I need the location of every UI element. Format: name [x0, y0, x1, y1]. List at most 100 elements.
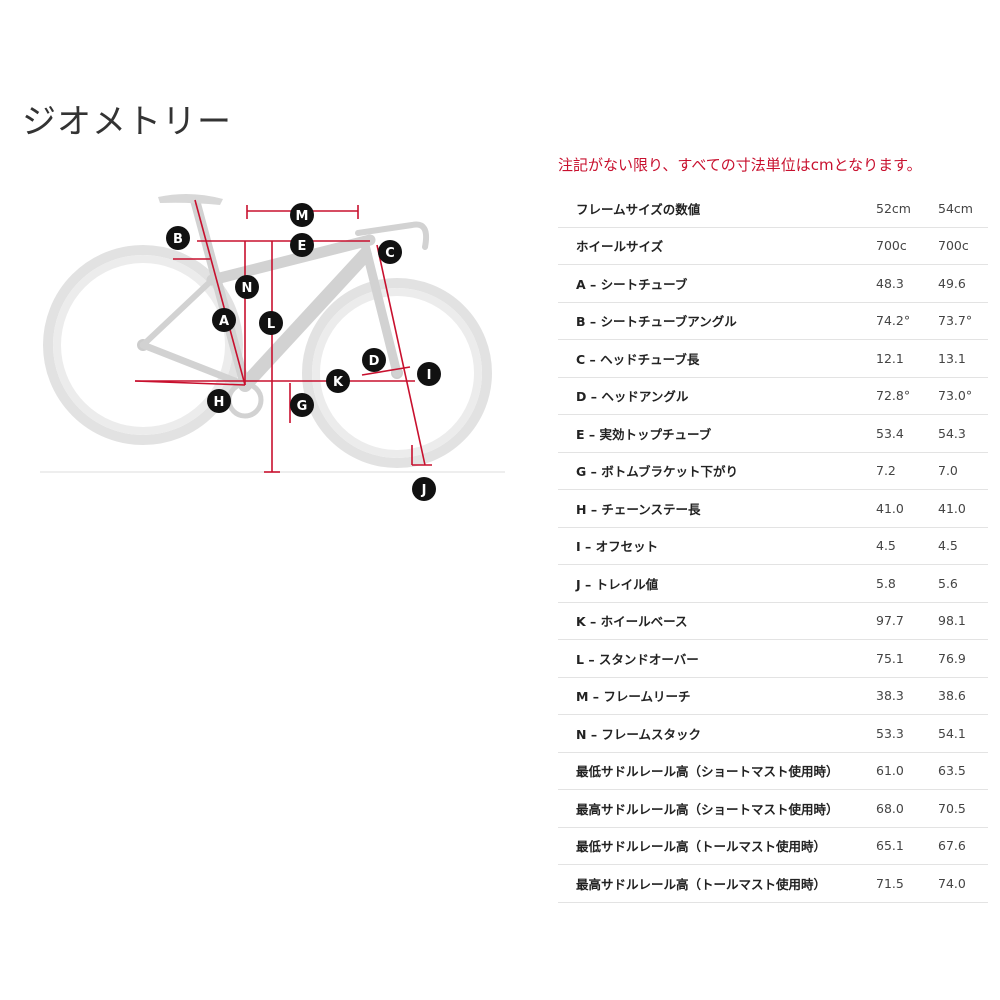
measurement-lines — [134, 199, 432, 473]
size-54-value: 73.7° — [938, 302, 988, 340]
size-54-value: 13.1 — [938, 339, 988, 378]
size-54-value: 4.5 — [938, 527, 988, 565]
row-label: A – シートチューブ — [558, 264, 876, 303]
row-label: B – シートチューブアングル — [558, 302, 876, 340]
marker-g: G — [290, 393, 314, 417]
size-54-value: 63.5 — [938, 752, 988, 790]
svg-text:C: C — [385, 246, 395, 261]
row-label: E – 実効トップチューブ — [558, 414, 876, 453]
svg-text:D: D — [369, 354, 380, 369]
size-54-value: 5.6 — [938, 564, 988, 603]
marker-l: L — [259, 311, 283, 335]
row-label: N – フレームスタック — [558, 714, 876, 753]
row-label: K – ホイールベース — [558, 602, 876, 640]
size-54-value: 41.0 — [938, 489, 988, 528]
marker-a: A — [212, 308, 236, 332]
marker-e: E — [290, 233, 314, 257]
size-52-value: 12.1 — [876, 339, 938, 378]
size-52-value: 700c — [876, 227, 938, 265]
marker-b: B — [166, 226, 190, 250]
size-52-value: 97.7 — [876, 602, 938, 640]
row-label: H – チェーンステー長 — [558, 489, 876, 528]
size-52-value: 48.3 — [876, 264, 938, 303]
row-label: 最低サドルレール高（ショートマスト使用時） — [558, 752, 876, 790]
size-52-value: 75.1 — [876, 639, 938, 678]
svg-text:G: G — [297, 399, 308, 414]
svg-text:I: I — [427, 368, 432, 383]
svg-text:K: K — [333, 375, 344, 390]
svg-text:H: H — [214, 395, 225, 410]
marker-k: K — [326, 369, 350, 393]
size-54-value: 54.3 — [938, 414, 988, 453]
row-label: 最高サドルレール高（トールマスト使用時） — [558, 864, 876, 903]
size-54-value: 73.0° — [938, 377, 988, 415]
size-52-value: 53.4 — [876, 414, 938, 453]
saddle — [158, 193, 223, 205]
marker-h: H — [207, 389, 231, 413]
size-54-value: 76.9 — [938, 639, 988, 678]
svg-text:L: L — [267, 317, 275, 332]
size-52-value: 71.5 — [876, 864, 938, 903]
row-label: C – ヘッドチューブ長 — [558, 339, 876, 378]
size-54-value: 67.6 — [938, 827, 988, 865]
row-label: ホイールサイズ — [558, 227, 876, 265]
page-title: ジオメトリー — [22, 102, 232, 142]
svg-text:A: A — [219, 314, 229, 329]
row-label: フレームサイズの数値 — [558, 190, 876, 228]
row-label: G – ボトムブラケット下がり — [558, 452, 876, 490]
marker-n: N — [235, 275, 259, 299]
size-52-value: 38.3 — [876, 677, 938, 715]
size-52-value: 52cm — [876, 190, 938, 228]
row-label: M – フレームリーチ — [558, 677, 876, 715]
size-54-value: 98.1 — [938, 602, 988, 640]
svg-text:M: M — [296, 209, 309, 224]
size-54-value: 70.5 — [938, 789, 988, 828]
svg-text:B: B — [173, 232, 183, 247]
size-54-value: 49.6 — [938, 264, 988, 303]
marker-c: C — [378, 240, 402, 264]
row-label: J – トレイル値 — [558, 564, 876, 603]
size-54-value: 7.0 — [938, 452, 988, 490]
size-52-value: 65.1 — [876, 827, 938, 865]
size-52-value: 61.0 — [876, 752, 938, 790]
size-52-value: 68.0 — [876, 789, 938, 828]
row-label: D – ヘッドアングル — [558, 377, 876, 415]
svg-text:J: J — [421, 483, 427, 498]
row-label: L – スタンドオーバー — [558, 639, 876, 678]
marker-d: D — [362, 348, 386, 372]
size-52-value: 53.3 — [876, 714, 938, 753]
bike-geometry-diagram: M E B C N A L D I K H G J — [40, 193, 505, 501]
size-54-value: 38.6 — [938, 677, 988, 715]
row-label: I – オフセット — [558, 527, 876, 565]
row-label: 最高サドルレール高（ショートマスト使用時） — [558, 789, 876, 828]
size-54-value: 74.0 — [938, 864, 988, 903]
size-52-value: 4.5 — [876, 527, 938, 565]
marker-i: I — [417, 362, 441, 386]
marker-j: J — [412, 477, 436, 501]
size-54-value: 54cm — [938, 190, 988, 228]
size-52-value: 5.8 — [876, 564, 938, 603]
size-52-value: 41.0 — [876, 489, 938, 528]
row-label: 最低サドルレール高（トールマスト使用時） — [558, 827, 876, 865]
size-54-value: 700c — [938, 227, 988, 265]
svg-text:E: E — [298, 239, 307, 254]
